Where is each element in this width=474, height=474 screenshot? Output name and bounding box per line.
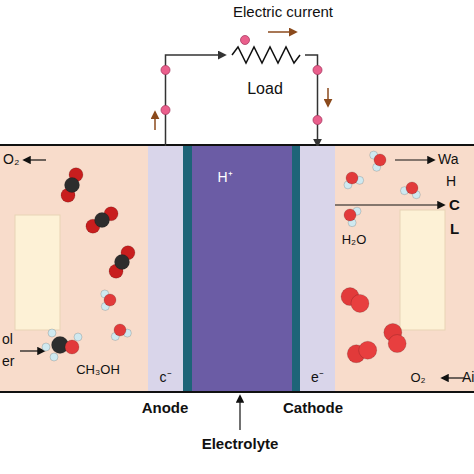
part-name: Electrolyte: [202, 436, 279, 453]
part-name: Anode: [142, 400, 189, 417]
water-molecule: [400, 182, 420, 199]
co2-molecule: [61, 168, 83, 203]
o2-molecule: [347, 341, 376, 363]
atom: [346, 172, 358, 184]
atom: [65, 340, 79, 354]
electrolyte-band: H⁺: [192, 146, 292, 391]
water-molecule: [344, 207, 361, 227]
co2-molecule: [86, 207, 118, 233]
resistor-symbol: [232, 47, 300, 63]
current-arrow: [327, 88, 329, 106]
flow-field: [400, 210, 445, 330]
atom: [48, 329, 56, 337]
atom: [74, 333, 82, 341]
o2-molecule: [384, 323, 406, 352]
atom: [114, 324, 126, 336]
atom: [65, 178, 80, 193]
atom: [104, 294, 116, 306]
atom: [406, 182, 418, 194]
particle-label: H⁺: [217, 170, 232, 185]
current-arrow: [154, 112, 156, 130]
load-label: Load: [247, 80, 283, 98]
load-box: Load: [225, 40, 305, 102]
cathode-chamber: [335, 146, 474, 391]
particle-label: c⁻: [160, 370, 172, 385]
atom: [95, 213, 110, 228]
inflow-arrow: [442, 377, 464, 378]
flow-label: O₂: [3, 152, 19, 167]
electrode-layer: e⁻: [300, 146, 335, 391]
atom: [344, 209, 356, 221]
water-molecule: [111, 324, 131, 340]
water-molecule: [344, 172, 364, 189]
outflow-arrow: [24, 159, 46, 160]
flow-label: er: [2, 354, 14, 369]
flow-field: [15, 215, 60, 330]
atom: [115, 255, 130, 270]
co2-molecule: [109, 246, 135, 279]
atom: [388, 335, 406, 353]
electron-dot: [161, 106, 170, 115]
atom: [42, 343, 50, 351]
cell-border: [0, 391, 474, 393]
particle-label: e⁻: [311, 370, 324, 385]
flow-label: H₂O: [342, 233, 367, 247]
flow-label: Wa: [438, 152, 458, 167]
atom: [50, 353, 58, 361]
flow-label: H: [446, 174, 456, 189]
current-label: Electric current: [233, 4, 333, 21]
current-arrow: [268, 31, 296, 33]
flow-label: O₂: [410, 371, 425, 385]
flow-label: C: [449, 197, 460, 214]
leader-line: [239, 396, 240, 430]
electron-dot: [313, 66, 322, 75]
atom: [359, 341, 377, 359]
flow-label: CH₃OH: [76, 363, 120, 377]
flow-label: L: [450, 221, 459, 238]
part-name: Cathode: [283, 400, 343, 417]
electron-dot: [241, 36, 250, 45]
water-molecule: [101, 290, 116, 311]
leader-line: [318, 204, 444, 205]
o2-molecule: [341, 288, 369, 313]
inflow-arrow: [20, 350, 44, 351]
outflow-arrow: [395, 159, 434, 160]
catalyst-layer: [183, 146, 192, 391]
anode-chamber: [0, 146, 148, 391]
flow-label: ol: [2, 332, 13, 347]
flow-label: Ai: [462, 370, 474, 385]
electron-dot: [161, 66, 170, 75]
atom: [374, 154, 386, 166]
methanol-molecule: [42, 329, 82, 361]
atom: [351, 294, 369, 312]
water-molecule: [370, 151, 386, 171]
electron-dot: [313, 116, 322, 125]
electrode-layer: c⁻: [148, 146, 183, 391]
external-wire: [166, 55, 226, 146]
catalyst-layer: [292, 146, 300, 391]
